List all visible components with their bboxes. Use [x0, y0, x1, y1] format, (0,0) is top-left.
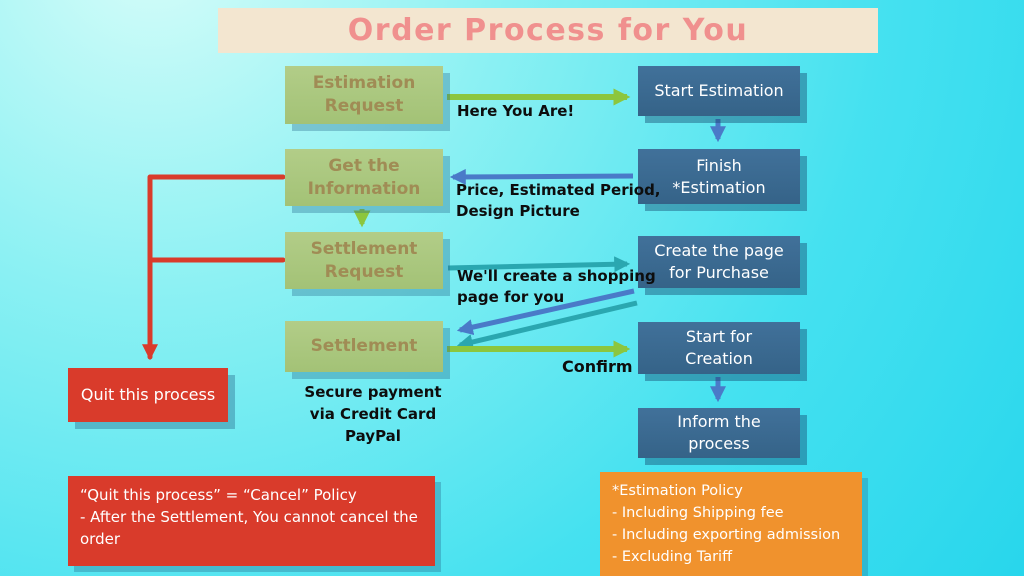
arrow-get-information-to-quit: [142, 174, 286, 361]
label-estimation-result: Price, Estimated Period, Design Picture: [456, 181, 661, 220]
node-inform-the-process: Inform the process: [638, 408, 800, 458]
label-here-you-are: Here You Are!: [457, 102, 575, 120]
node-start-for-creation: Start for Creation: [638, 322, 800, 374]
arrow-finish-to-get-information: [449, 168, 634, 185]
node-start-estimation: Start Estimation: [638, 66, 800, 116]
node-settlement-request: Settlement Request: [285, 232, 443, 289]
note-cancel-policy: “Quit this process” = “Cancel” Policy - …: [68, 476, 435, 566]
node-finish-estimation: Finish *Estimation: [638, 149, 800, 204]
label-confirm: Confirm: [562, 357, 633, 376]
note-estimation-policy: *Estimation Policy - Including Shipping …: [600, 472, 862, 576]
node-create-purchase-page: Create the page for Purchase: [638, 236, 800, 288]
caption-secure-payment: Secure payment via Credit Card PayPal: [304, 383, 442, 445]
node-get-the-information: Get the Information: [285, 149, 443, 206]
diagram-title-bar: Order Process for You: [218, 8, 878, 53]
node-settlement: Settlement: [285, 321, 443, 372]
diagram-title: Order Process for You: [347, 13, 749, 48]
node-quit-process: Quit this process: [68, 368, 228, 422]
label-shopping-page: We'll create a shopping page for you: [457, 267, 656, 306]
node-estimation-request: Estimation Request: [285, 66, 443, 124]
arrow-create-page-to-settlement-teal: [456, 300, 638, 350]
